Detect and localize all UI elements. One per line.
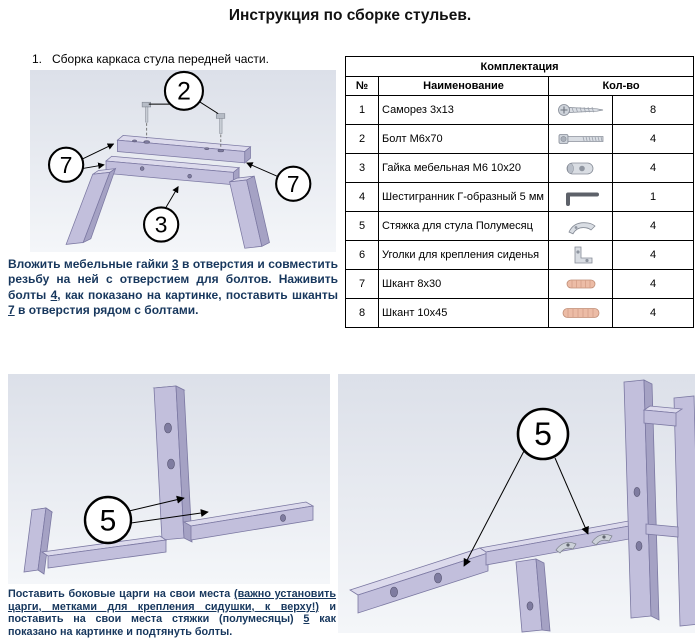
back-rails <box>642 405 684 538</box>
table-row: 2 Болт М6х70 4 <box>345 124 695 154</box>
table-row: 4 Шестигранник Г-образный 5 мм 1 <box>345 182 695 212</box>
table-row: 5 Стяжка для стула Полумесяц 4 <box>345 211 695 241</box>
front-right-leg <box>229 175 270 249</box>
half-moon-brackets <box>555 534 613 554</box>
back-leg-far <box>673 395 695 627</box>
corner-bracket-icon <box>574 246 592 264</box>
col-header-name: Наименование <box>378 76 549 96</box>
svg-text:3: 3 <box>155 212 168 238</box>
hex-key-icon <box>565 192 599 206</box>
side-rail-right <box>182 501 315 541</box>
callout-dowel-left: 7 <box>47 143 115 183</box>
side-rail-left <box>40 535 168 569</box>
half-moon-bracket-icon <box>567 222 596 235</box>
table-row: 8 Шкант 10х45 4 <box>345 298 695 328</box>
callout-nut: 3 <box>142 186 180 243</box>
front-left-leg <box>65 167 117 245</box>
part-ref-3: 3 <box>171 257 179 271</box>
svg-text:5: 5 <box>100 505 117 538</box>
dowel-icon <box>562 308 599 318</box>
barrel-nut-icon <box>566 162 593 175</box>
front-leg-center <box>515 558 551 633</box>
table-row: 7 Шкант 8х30 4 <box>345 269 695 299</box>
step1-instruction: Вложить мебельные гайки 3 в отверстия и … <box>8 257 339 318</box>
col-header-qty: Кол-во <box>547 76 695 96</box>
parts-table-title: Комплектация <box>344 56 695 77</box>
callout-dowel-right: 7 <box>246 162 312 202</box>
callout-half-moon-left: 5 <box>83 495 209 545</box>
svg-text:7: 7 <box>287 171 300 197</box>
svg-text:2: 2 <box>177 78 191 105</box>
step1-heading: 1. Сборка каркаса стула передней части. <box>32 52 269 66</box>
left-rail-with-holes <box>349 547 489 614</box>
table-row: 6 Уголки для крепления сиденья 4 <box>345 240 695 270</box>
half-moon-brackets-diagram: 5 <box>338 374 695 633</box>
front-frame-assembly-diagram: 2 7 3 7 <box>30 70 336 252</box>
important-note: (важно установить царги, метками для кре… <box>8 588 337 613</box>
table-row: 3 Гайка мебельная М6 10х20 4 <box>345 153 695 183</box>
step1-heading-text: Сборка каркаса стула передней части. <box>52 52 269 66</box>
back-leg-near <box>623 379 660 621</box>
part-ref-4: 4 <box>50 287 58 302</box>
screw-icon <box>557 104 603 116</box>
svg-text:7: 7 <box>60 152 73 178</box>
front-leg-left <box>23 507 54 575</box>
col-header-num: № <box>345 76 379 96</box>
part-ref-7: 7 <box>8 303 15 318</box>
bolt-icon <box>558 134 603 144</box>
side-rails-diagram: 5 <box>8 374 330 584</box>
part-ref-5: 5 <box>303 613 310 626</box>
parts-table: Комплектация № Наименование Кол-во 1 Сам… <box>344 56 695 328</box>
callout-half-moon-right: 5 <box>463 407 589 567</box>
dowel-icon <box>566 279 595 289</box>
callout-bolt: 2 <box>148 70 219 115</box>
step1-number: 1. <box>32 52 43 66</box>
step2-instruction: Поставить боковые царги на свои места (в… <box>8 588 337 639</box>
table-row: 1 Саморез 3х13 8 <box>345 95 695 125</box>
page-title: Инструкция по сборке стульев. <box>228 7 472 24</box>
front-rails <box>105 135 252 186</box>
svg-text:5: 5 <box>534 416 552 452</box>
